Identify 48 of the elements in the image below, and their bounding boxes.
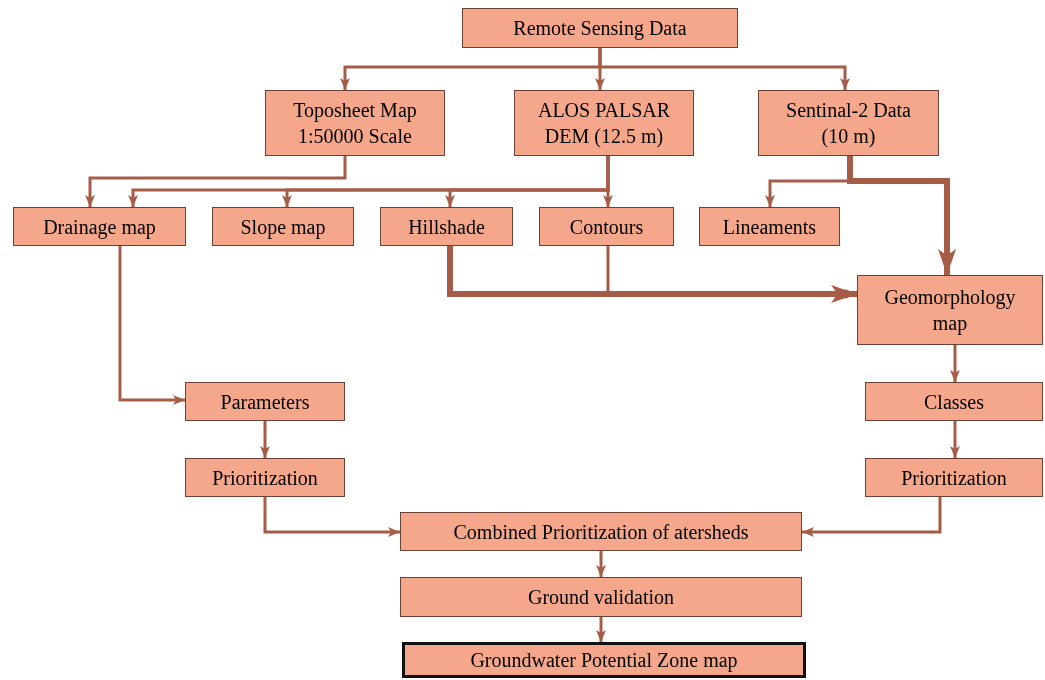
arrow	[603, 156, 613, 207]
box-label: Geomorphology map	[883, 285, 1017, 336]
arrow	[85, 156, 347, 207]
box-label: ALOS PALSAR DEM (12.5 m)	[536, 98, 672, 149]
arrow	[260, 421, 270, 458]
box-label: Classes	[924, 389, 984, 415]
arrow	[596, 551, 606, 577]
process-box	[185, 382, 345, 421]
process-box	[212, 207, 354, 246]
box-label: Lineaments	[722, 214, 817, 240]
process-box	[865, 382, 1043, 421]
box-label: Prioritization	[901, 465, 1007, 491]
process-box	[462, 8, 738, 48]
process-box	[400, 577, 802, 617]
process-box	[265, 90, 445, 156]
arrow	[596, 617, 606, 642]
box-label: Slope map	[240, 214, 326, 240]
output-box	[402, 642, 806, 678]
process-box	[380, 207, 513, 246]
box-label: Ground validation	[527, 585, 675, 610]
thick-arrow	[447, 246, 857, 303]
box-label: Prioritization	[212, 465, 318, 491]
thick-arrow	[847, 156, 956, 275]
box-label: Hillshade	[408, 214, 485, 240]
process-box	[13, 207, 186, 246]
process-box	[865, 458, 1043, 497]
arrow	[606, 246, 857, 299]
box-label: Remote Sensing Data	[513, 16, 687, 41]
process-box	[400, 512, 802, 551]
process-box	[539, 207, 674, 246]
arrow	[950, 345, 960, 382]
arrow	[598, 48, 850, 90]
arrow	[118, 246, 185, 405]
box-label: Drainage map	[43, 214, 156, 240]
process-box	[857, 275, 1043, 345]
arrow	[263, 497, 400, 537]
arrow	[802, 497, 942, 537]
process-box	[185, 458, 345, 497]
arrow	[950, 421, 960, 458]
box-label: Groundwater Potential Zone map	[470, 648, 738, 673]
process-box	[758, 90, 939, 156]
box-label: Sentinal-2 Data (10 m)	[785, 98, 912, 149]
process-box	[699, 207, 840, 246]
box-label: Parameters	[220, 389, 310, 415]
box-label: Toposheet Map 1:50000 Scale	[292, 98, 418, 149]
box-label: Combined Prioritization of atersheds	[453, 519, 749, 545]
process-box	[514, 90, 694, 156]
box-label: Contours	[569, 214, 644, 240]
